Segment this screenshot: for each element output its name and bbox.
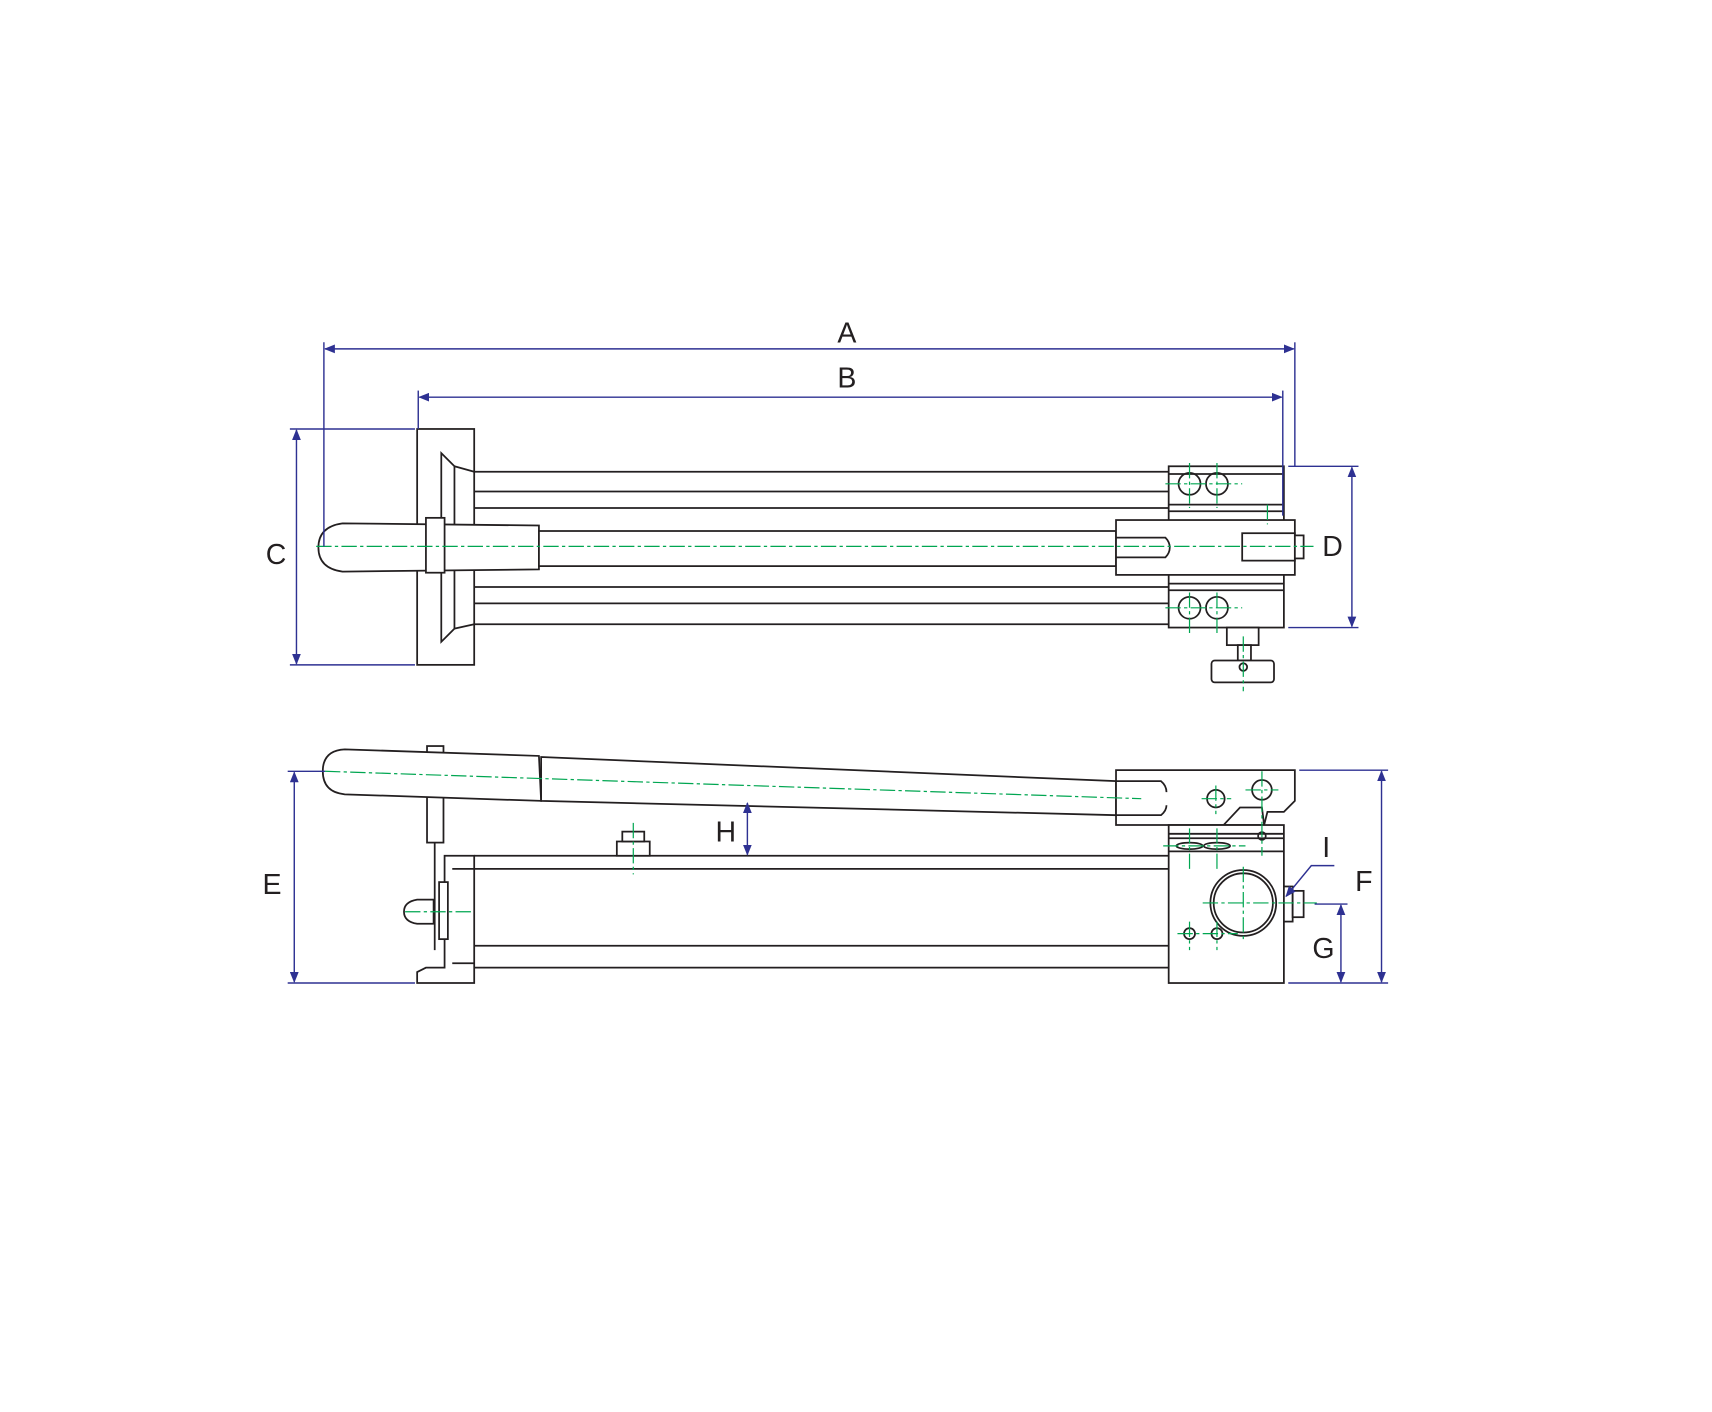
reservoir-body	[474, 854, 1169, 969]
dimension-label-d: D	[1322, 531, 1343, 563]
top-dimensions: A B C D	[266, 317, 1359, 666]
dimension-label-h: H	[716, 816, 737, 848]
dimension-label-g: G	[1312, 933, 1334, 965]
handle-rod	[538, 530, 1117, 567]
top-view	[316, 428, 1314, 692]
side-plug	[1283, 885, 1294, 923]
dimension-label-e: E	[262, 869, 281, 901]
side-dimensions: E F G H I	[262, 769, 1389, 984]
side-view	[321, 745, 1317, 984]
dimension-label-c: C	[266, 539, 287, 571]
dimension-label-i: I	[1322, 832, 1330, 864]
handle-collar	[425, 516, 446, 574]
dimension-label-a: A	[837, 317, 856, 349]
pump-head	[1115, 769, 1296, 826]
dimension-label-b: B	[837, 362, 856, 394]
dimension-label-f: F	[1355, 866, 1372, 898]
reservoir-tubes	[474, 470, 1169, 626]
side-handle-rod	[540, 756, 1117, 817]
plate-bevel	[440, 450, 475, 644]
